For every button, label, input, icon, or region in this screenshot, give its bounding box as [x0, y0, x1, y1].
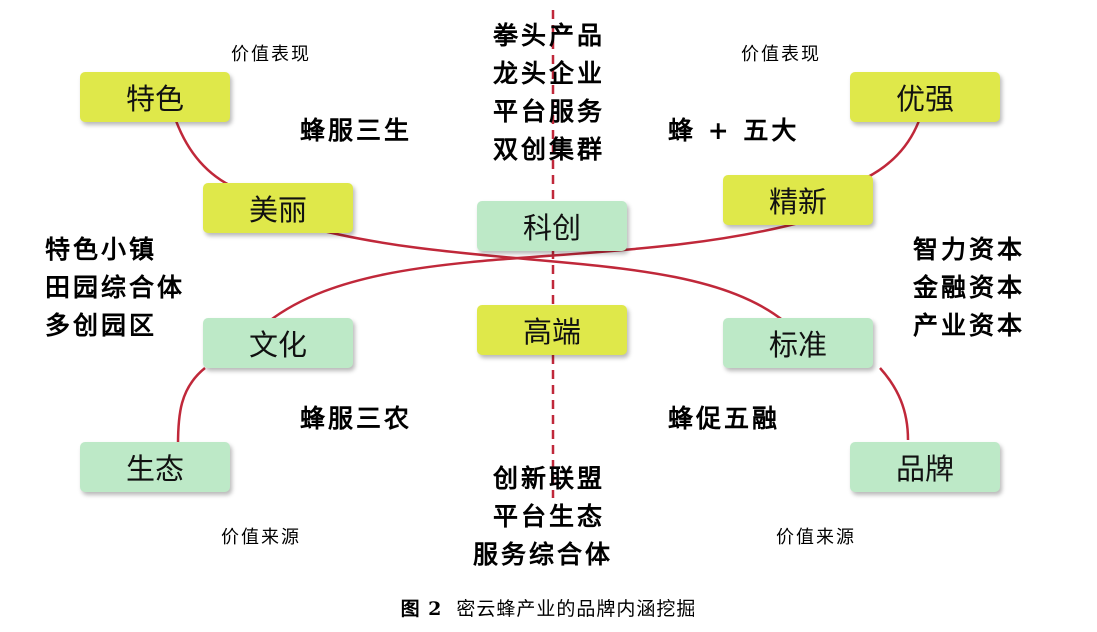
- curve-tese-meili: [173, 117, 241, 192]
- list-item: 多创园区: [45, 311, 158, 340]
- box-wenhua: 文化: [203, 318, 353, 368]
- box-tese-label: 特色: [125, 82, 184, 116]
- box-meili-label: 美丽: [248, 193, 307, 227]
- list-item: 田园综合体: [45, 273, 186, 302]
- curve-jingxin-wenhua: [267, 218, 811, 323]
- list-item: 平台服务: [493, 97, 606, 126]
- label-value-bottom-right: 价值来源: [776, 527, 856, 548]
- box-biaozhun-label: 标准: [768, 328, 827, 362]
- box-meili: 美丽: [203, 183, 353, 233]
- box-gaoduan: 高端: [477, 305, 627, 355]
- list-item: 龙头企业: [493, 59, 606, 88]
- label-value-top-right: 价值表现: [741, 44, 821, 65]
- label-value-bottom-left: 价值来源: [221, 527, 301, 548]
- list-left-middle: 特色小镇 田园综合体 多创园区: [45, 231, 185, 345]
- label-feng-wu-da: 蜂 + 五大: [668, 116, 800, 145]
- box-gaoduan-label: 高端: [522, 315, 581, 349]
- box-kechuang: 科创: [477, 201, 627, 251]
- list-item: 产业资本: [913, 311, 1026, 340]
- list-item: 平台生态: [493, 502, 606, 531]
- list-item: 服务综合体: [473, 540, 614, 569]
- box-pinpai-label: 品牌: [895, 452, 954, 486]
- list-item: 拳头产品: [493, 21, 606, 50]
- box-jingxin: 精新: [723, 175, 873, 225]
- label-feng-cu-wu-rong: 蜂促五融: [668, 404, 781, 433]
- label-feng-fu-san-sheng: 蜂服三生: [300, 116, 413, 145]
- list-top-center: 拳头产品 龙头企业 平台服务 双创集群: [493, 17, 605, 169]
- list-item: 金融资本: [913, 273, 1026, 302]
- box-biaozhun: 标准: [723, 318, 873, 368]
- label-value-top-left: 价值表现: [231, 44, 311, 65]
- curve-biaozhun-pinpai: [879, 367, 910, 441]
- list-item: 双创集群: [493, 135, 606, 164]
- list-item: 创新联盟: [493, 464, 606, 493]
- box-youqiang: 优强: [850, 72, 1000, 122]
- curve-wenhua-shengtai: [176, 367, 206, 446]
- box-shengtai: 生态: [80, 442, 230, 492]
- list-bottom-center: 创新联盟 平台生态 服务综合体: [473, 460, 613, 574]
- figure-title: 密云蜂产业的品牌内涵挖掘: [456, 598, 697, 620]
- box-kechuang-label: 科创: [522, 211, 581, 245]
- label-feng-fu-san-nong: 蜂服三农: [300, 404, 413, 433]
- list-right-middle: 智力资本 金融资本 产业资本: [913, 231, 1025, 345]
- list-item: 特色小镇: [45, 235, 158, 264]
- curve-meili-biaozhun: [299, 223, 786, 323]
- figure-number: 图 2: [400, 598, 443, 620]
- box-pinpai: 品牌: [850, 442, 1000, 492]
- list-item: 智力资本: [913, 235, 1026, 264]
- box-tese: 特色: [80, 72, 230, 122]
- box-youqiang-label: 优强: [895, 82, 954, 116]
- figure-caption: 图 2 密云蜂产业的品牌内涵挖掘: [0, 594, 1097, 621]
- box-jingxin-label: 精新: [768, 185, 827, 219]
- box-shengtai-label: 生态: [125, 452, 184, 486]
- box-wenhua-label: 文化: [248, 328, 307, 362]
